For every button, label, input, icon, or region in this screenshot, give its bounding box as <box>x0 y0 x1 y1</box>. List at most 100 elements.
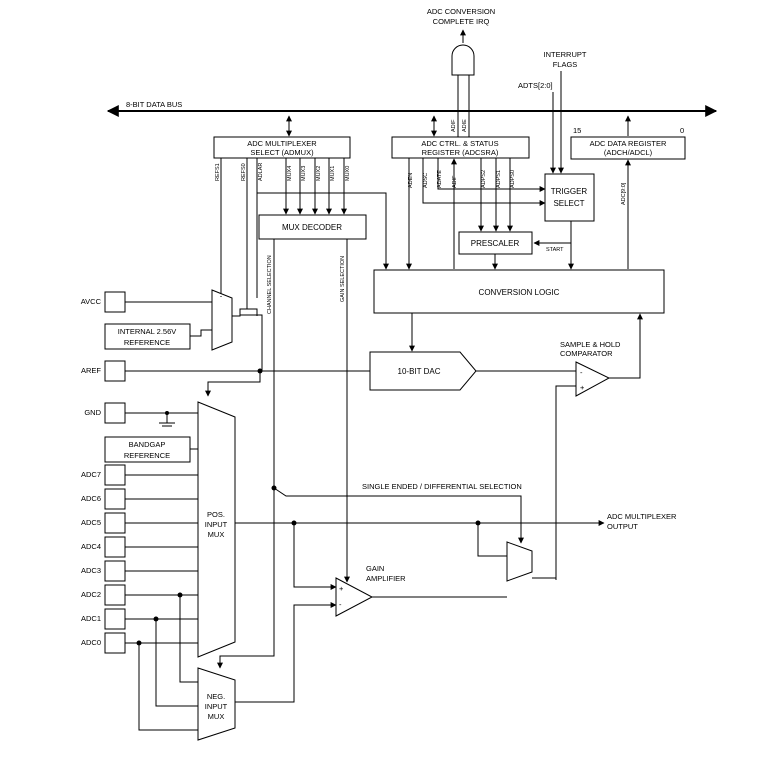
bit15-label: 15 <box>573 126 581 135</box>
pin-adc0 <box>104 632 126 654</box>
single-diff-mux <box>506 541 533 582</box>
pos-mux-line3: MUX <box>208 530 225 539</box>
admux-bit-mux4: MUX4 <box>287 166 293 181</box>
pin-adc3 <box>104 560 126 582</box>
int-ref-line2: REFERENCE <box>124 338 170 347</box>
neg-mux-line3: MUX <box>208 712 225 721</box>
admux-bit-mux2: MUX2 <box>316 166 322 181</box>
gate-adie-label: ADIE <box>462 119 468 132</box>
mux-output-line1: ADC MULTIPLEXER <box>607 512 677 521</box>
and-gate-shape <box>451 44 475 76</box>
sample-hold-line1: SAMPLE & HOLD <box>560 340 621 349</box>
pin-avcc-label: AVCC <box>81 297 102 306</box>
adts-label: ADTS[2:0] <box>518 81 553 90</box>
pin-adc5-label: ADC5 <box>81 518 101 527</box>
gain-amp-minus: - <box>339 600 342 609</box>
trigger-select-block <box>544 173 595 222</box>
comparator-minus: - <box>580 368 583 377</box>
gain-amp-line2: AMPLIFIER <box>366 574 406 583</box>
sample-hold-line2: COMPARATOR <box>560 349 613 358</box>
pin-gnd-label: GND <box>84 408 101 417</box>
pin-adc4 <box>104 536 126 558</box>
irq-label-line2: COMPLETE IRQ <box>433 17 490 26</box>
start-label: START <box>546 247 564 253</box>
internal-reference-block <box>104 323 191 350</box>
bandgap-reference-block <box>104 436 191 463</box>
pin-adc3-label: ADC3 <box>81 566 101 575</box>
gate-adif-label: ADIF <box>451 119 457 132</box>
bit0-label: 0 <box>680 126 684 135</box>
negative-input-mux <box>197 667 236 741</box>
dac-block <box>369 351 477 391</box>
interrupt-flags-line2: FLAGS <box>553 60 578 69</box>
pin-adc4-label: ADC4 <box>81 542 101 551</box>
pin-adc0-label: ADC0 <box>81 638 101 647</box>
single-diff-label: SINGLE ENDED / DIFFERENTIAL SELECTION <box>362 482 522 491</box>
mux-output-line2: OUTPUT <box>607 522 638 531</box>
admux-bit-refs1: REFS1 <box>215 163 221 181</box>
adc-data-register <box>570 136 686 160</box>
adcsra-bit-adsc: ADSC <box>423 173 429 188</box>
adcsra-title-line2: REGISTER (ADCSRA) <box>422 148 499 157</box>
adcsra-bit-adps1: ADPS1 <box>496 170 502 188</box>
pin-adc6-label: ADC6 <box>81 494 101 503</box>
int-ref-line1: INTERNAL 2.56V <box>118 327 177 336</box>
pin-adc7-label: ADC7 <box>81 470 101 479</box>
pin-adc5 <box>104 512 126 534</box>
adcdata-title-line1: ADC DATA REGISTER <box>590 139 667 148</box>
trigger-title-line2: SELECT <box>553 199 584 208</box>
admux-title-line2: SELECT (ADMUX) <box>250 148 314 157</box>
adcsra-bit-aden: ADEN <box>408 173 414 188</box>
neg-mux-line2: INPUT <box>205 702 228 711</box>
sample-hold-comparator <box>575 361 611 397</box>
adcsra-bit-adps0: ADPS0 <box>510 170 516 188</box>
bandgap-line2: REFERENCE <box>124 451 170 460</box>
gain-amplifier <box>335 577 374 617</box>
admux-title-line1: ADC MULTIPLEXER <box>247 139 317 148</box>
bandgap-line1: BANDGAP <box>129 440 166 449</box>
data-bus-label: 8-BIT DATA BUS <box>126 100 182 109</box>
pin-aref-label: AREF <box>81 366 101 375</box>
adcsra-bit-adate: ADATE <box>437 170 443 188</box>
pos-mux-line1: POS. <box>207 510 225 519</box>
admux-bit-refs0: REFS0 <box>241 163 247 181</box>
conversion-logic-block <box>373 269 665 314</box>
neg-mux-line1: NEG. <box>207 692 225 701</box>
adc-bits-label: ADC[9:0] <box>621 182 627 205</box>
pin-adc2-label: ADC2 <box>81 590 101 599</box>
gain-amp-plus: + <box>339 584 344 593</box>
admux-register <box>213 136 351 159</box>
trigger-title-line1: TRIGGER <box>551 187 588 196</box>
interrupt-flags-line1: INTERRUPT <box>544 50 587 59</box>
mux-decoder-title: MUX DECODER <box>282 223 342 232</box>
pos-mux-line2: INPUT <box>205 520 228 529</box>
irq-label-line1: ADC CONVERSION <box>427 7 495 16</box>
gain-amp-line1: GAIN <box>366 564 384 573</box>
adcdata-title-line2: (ADCH/ADCL) <box>604 148 653 157</box>
positive-input-mux <box>197 401 236 658</box>
gain-selection-label: GAIN SELECTION <box>340 256 346 302</box>
pin-avcc <box>104 291 126 313</box>
pin-adc1-label: ADC1 <box>81 614 101 623</box>
pin-adc1 <box>104 608 126 630</box>
conversion-logic-title: CONVERSION LOGIC <box>479 288 560 297</box>
prescaler-title: PRESCALER <box>471 239 520 248</box>
pin-adc2 <box>104 584 126 606</box>
pin-adc7 <box>104 464 126 486</box>
reference-mux <box>211 289 233 351</box>
dac-title: 10-BIT DAC <box>398 367 441 376</box>
pin-adc6 <box>104 488 126 510</box>
admux-bit-adlar: ADLAR <box>258 163 264 181</box>
admux-bit-mux0: MUX0 <box>345 166 351 181</box>
adcsra-register <box>391 136 530 159</box>
pin-gnd <box>104 402 126 424</box>
pin-aref <box>104 360 126 382</box>
channel-selection-label: CHANNEL SELECTION <box>267 255 273 314</box>
mux-decoder-block <box>258 214 367 240</box>
adcsra-bit-adps2: ADPS2 <box>481 170 487 188</box>
admux-bit-mux1: MUX1 <box>330 166 336 181</box>
adcsra-title-line1: ADC CTRL. & STATUS <box>421 139 498 148</box>
admux-bit-mux3: MUX3 <box>301 166 307 181</box>
adcsra-bit-adif: ADIF <box>452 175 458 188</box>
